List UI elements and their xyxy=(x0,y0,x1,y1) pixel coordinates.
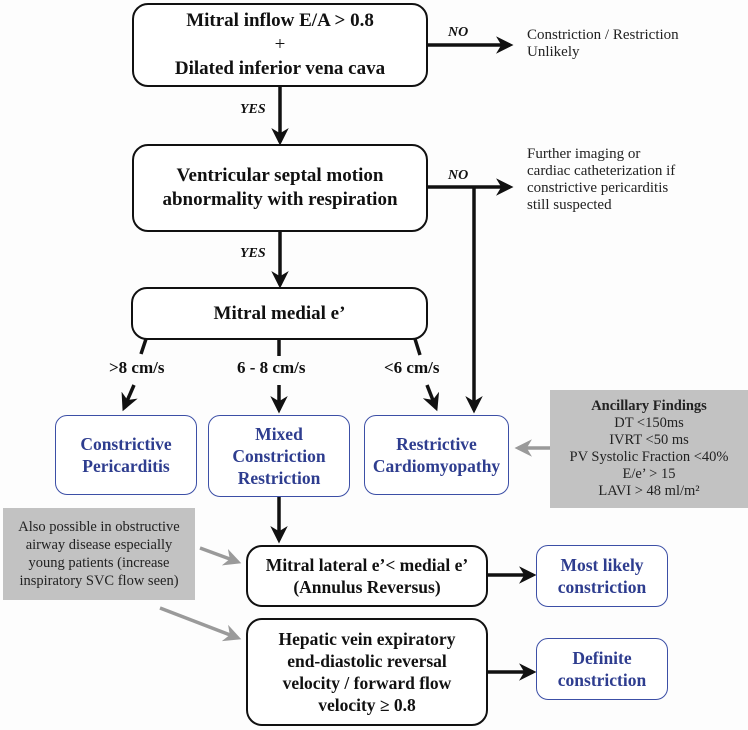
node-mixed: Mixed Constriction Restriction xyxy=(208,415,350,497)
node-start-line1: Mitral inflow E/A > 0.8 xyxy=(186,10,374,31)
edge-label-mid: 6 - 8 cm/s xyxy=(237,358,306,377)
node-hepatic: Hepatic vein expiratory end-diastolic re… xyxy=(246,618,488,726)
node-start-line3: Dilated inferior vena cava xyxy=(174,58,386,79)
node-restrictive: Restrictive Cardiomyopathy xyxy=(364,415,509,495)
edge-label-no-1: NO xyxy=(448,25,469,40)
ancillary-item: IVRT <50 ms xyxy=(609,432,689,448)
outcome-further-line2: cardiac catheterization if xyxy=(527,163,676,179)
node-septal-line2: abnormality with respiration xyxy=(162,189,398,210)
arrow-note-hepatic xyxy=(159,606,242,642)
outcome-unlikely-line1: Constriction / Restriction xyxy=(527,27,679,43)
outcome-further: Further imaging or cardiac catheterizati… xyxy=(527,146,675,214)
node-lateral-line1: Mitral lateral e’< medial e’ xyxy=(265,555,469,575)
ancillary-item: DT <150ms xyxy=(614,415,684,431)
ancillary-item: E/e’ > 15 xyxy=(622,466,676,482)
node-constrictive-line1: Constrictive xyxy=(80,434,172,454)
note-line4: inspiratory SVC flow seen) xyxy=(19,573,179,589)
node-start: Mitral inflow E/A > 0.8 + Dilated inferi… xyxy=(132,3,428,87)
node-lateral: Mitral lateral e’< medial e’ (Annulus Re… xyxy=(246,545,488,607)
node-hepatic-line1: Hepatic vein expiratory xyxy=(278,629,456,649)
node-definite-line2: constriction xyxy=(557,670,647,690)
ancillary-item: LAVI > 48 ml/m² xyxy=(598,483,700,499)
node-mixed-line2: Constriction xyxy=(232,446,326,466)
note-line1: Also possible in obstructive xyxy=(18,519,180,535)
arrow-gt8 xyxy=(121,384,138,412)
node-definite-line1: Definite xyxy=(572,648,632,668)
outcome-unlikely: Constriction / Restriction Unlikely xyxy=(527,27,679,61)
ancillary-item: PV Systolic Fraction <40% xyxy=(569,449,729,465)
node-hepatic-line2: end-diastolic reversal xyxy=(287,651,447,671)
node-definite: Definite constriction xyxy=(536,638,668,700)
node-start-plus: + xyxy=(274,34,286,55)
outcome-further-line3: constrictive pericarditis xyxy=(527,180,669,196)
node-mixed-line1: Mixed xyxy=(255,424,303,444)
node-hepatic-line3: velocity / forward flow xyxy=(282,673,452,693)
node-medial: Mitral medial e’ xyxy=(131,287,428,340)
note-box: Also possible in obstructive airway dise… xyxy=(3,508,195,600)
outcome-further-line1: Further imaging or xyxy=(527,146,641,162)
arrow-note-lateral xyxy=(199,546,242,566)
node-mixed-line3: Restriction xyxy=(237,468,321,488)
node-lateral-line2: (Annulus Reversus) xyxy=(293,577,441,597)
node-constrictive-line2: Pericarditis xyxy=(82,456,170,476)
node-restrictive-line2: Cardiomyopathy xyxy=(372,456,501,476)
node-hepatic-line4: velocity ≥ 0.8 xyxy=(318,695,416,715)
ancillary-findings-box: Ancillary Findings DT <150ms IVRT <50 ms… xyxy=(550,390,748,508)
node-septal-line1: Ventricular septal motion xyxy=(176,165,384,186)
branch-gt8-top xyxy=(139,338,148,355)
note-line3: young patients (increase xyxy=(28,555,170,571)
ancillary-title: Ancillary Findings xyxy=(591,398,707,414)
node-septal: Ventricular septal motion abnormality wi… xyxy=(132,144,428,232)
node-most-likely: Most likely constriction xyxy=(536,545,668,607)
edge-label-lt6: <6 cm/s xyxy=(384,358,440,377)
edge-label-yes-1: YES xyxy=(240,102,266,117)
arrow-lt6 xyxy=(422,384,440,412)
outcome-further-line4: still suspected xyxy=(527,197,612,213)
outcome-unlikely-line2: Unlikely xyxy=(527,44,580,60)
node-constrictive: Constrictive Pericarditis xyxy=(55,415,197,495)
node-medial-text: Mitral medial e’ xyxy=(213,302,346,324)
node-most-likely-line2: constriction xyxy=(557,577,647,597)
node-restrictive-line1: Restrictive xyxy=(396,434,477,454)
edge-label-gt8: >8 cm/s xyxy=(109,358,165,377)
edge-label-no-2: NO xyxy=(448,168,469,183)
node-most-likely-line1: Most likely xyxy=(560,555,644,575)
branch-lt6-top xyxy=(413,338,422,356)
edge-label-yes-2: YES xyxy=(240,246,266,261)
note-line2: airway disease especially xyxy=(25,537,173,553)
